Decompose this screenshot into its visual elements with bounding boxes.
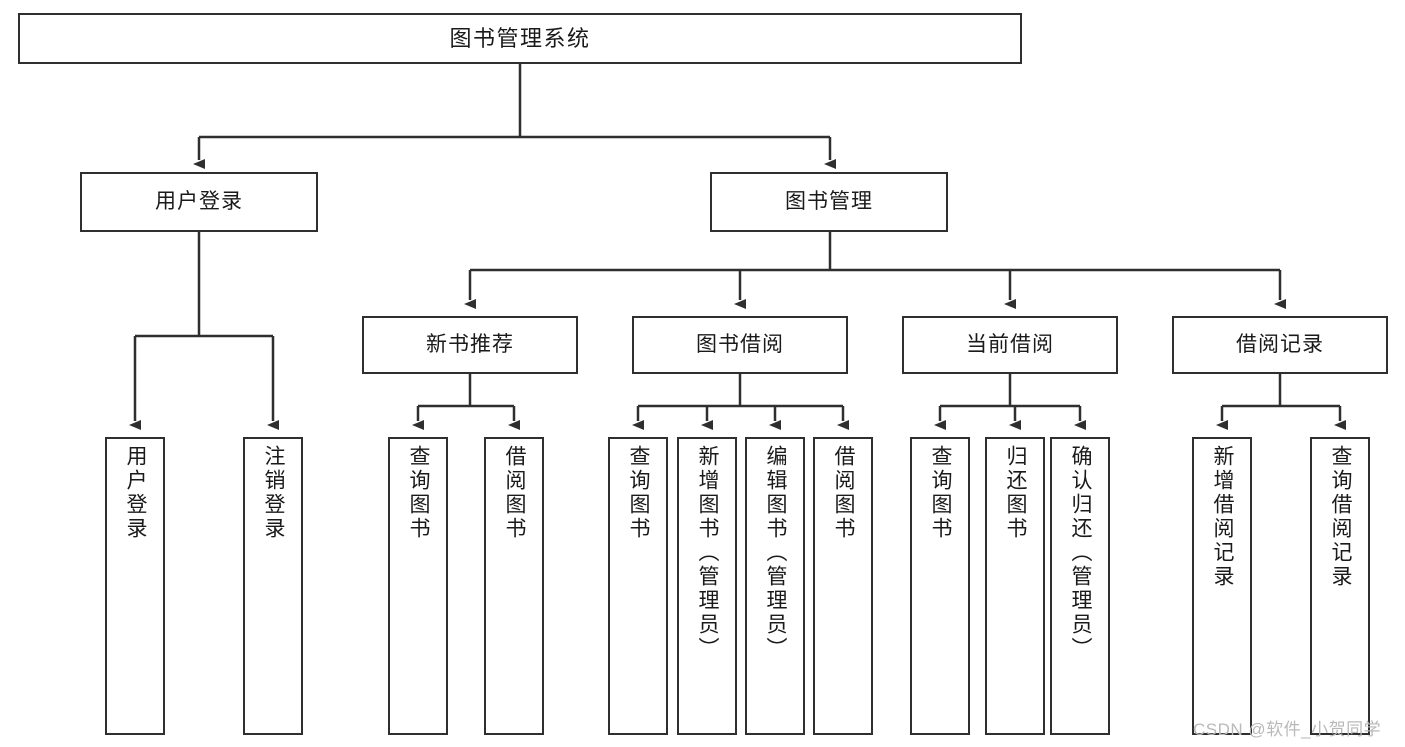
node-label: 新增借阅记录 bbox=[1211, 445, 1235, 589]
node-leaf-add-borrow-record[interactable]: 新增借阅记录 bbox=[1192, 437, 1252, 735]
node-label: 用户登录 bbox=[155, 189, 243, 213]
node-root-system[interactable]: 图书管理系统 bbox=[18, 13, 1022, 64]
node-leaf-query-book-current[interactable]: 查询图书 bbox=[910, 437, 970, 735]
node-label: 查询图书 bbox=[627, 445, 651, 541]
node-label: 图书借阅 bbox=[696, 332, 784, 356]
node-label: 归还图书 bbox=[1004, 445, 1028, 541]
node-book-management[interactable]: 图书管理 bbox=[710, 172, 948, 232]
node-label: 当前借阅 bbox=[966, 332, 1054, 356]
node-leaf-borrow-book-recommendation[interactable]: 借阅图书 bbox=[484, 437, 544, 735]
node-label: 用户登录 bbox=[124, 445, 148, 541]
node-label: 编辑图书（管理员） bbox=[764, 445, 788, 661]
csdn-watermark: CSDN @软件_小贺同学 bbox=[1193, 720, 1382, 739]
node-label: 注销登录 bbox=[262, 445, 286, 541]
node-leaf-add-book-admin[interactable]: 新增图书（管理员） bbox=[677, 437, 737, 735]
node-leaf-query-borrow-record[interactable]: 查询借阅记录 bbox=[1310, 437, 1370, 735]
node-current-borrowing[interactable]: 当前借阅 bbox=[902, 316, 1118, 374]
node-borrowing-records[interactable]: 借阅记录 bbox=[1172, 316, 1388, 374]
node-label: 借阅图书 bbox=[832, 445, 856, 541]
node-label: 查询图书 bbox=[929, 445, 953, 541]
node-label: 图书管理 bbox=[785, 189, 873, 213]
node-label: 借阅图书 bbox=[503, 445, 527, 541]
node-leaf-user-login[interactable]: 用户登录 bbox=[105, 437, 165, 735]
node-label: 确认归还（管理员） bbox=[1069, 445, 1093, 661]
node-leaf-query-book-recommendation[interactable]: 查询图书 bbox=[388, 437, 448, 735]
node-label: 图书管理系统 bbox=[449, 25, 591, 51]
node-label: 借阅记录 bbox=[1236, 332, 1324, 356]
node-user-login[interactable]: 用户登录 bbox=[80, 172, 318, 232]
node-leaf-logout[interactable]: 注销登录 bbox=[243, 437, 303, 735]
node-new-book-recommendation[interactable]: 新书推荐 bbox=[362, 316, 578, 374]
node-leaf-return-book[interactable]: 归还图书 bbox=[985, 437, 1045, 735]
node-label: 新书推荐 bbox=[426, 332, 514, 356]
node-leaf-query-book-borrowing[interactable]: 查询图书 bbox=[608, 437, 668, 735]
node-leaf-borrow-book[interactable]: 借阅图书 bbox=[813, 437, 873, 735]
node-label: 查询图书 bbox=[407, 445, 431, 541]
node-label: 新增图书（管理员） bbox=[696, 445, 720, 661]
node-leaf-edit-book-admin[interactable]: 编辑图书（管理员） bbox=[745, 437, 805, 735]
node-book-borrowing[interactable]: 图书借阅 bbox=[632, 316, 848, 374]
node-leaf-confirm-return-admin[interactable]: 确认归还（管理员） bbox=[1050, 437, 1110, 735]
node-label: 查询借阅记录 bbox=[1329, 445, 1353, 589]
